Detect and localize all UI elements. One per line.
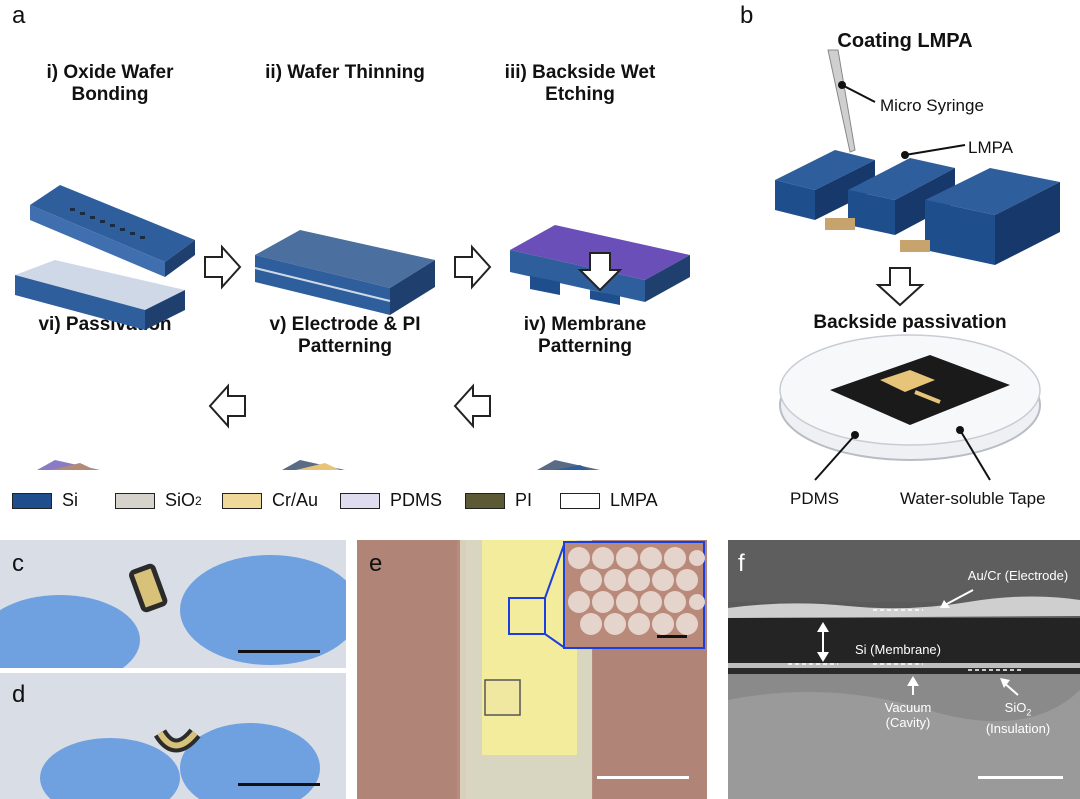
vacuum-label-line1: Vacuum (884, 700, 932, 715)
panel-letter-c: c (12, 550, 24, 577)
legend-pdms: PDMS (340, 490, 442, 511)
step-2-title: ii) Wafer Thinning (265, 62, 425, 83)
sio2-label-line1: SiO (1004, 700, 1027, 715)
syringe-icon (827, 49, 856, 153)
micro-syringe-label: Micro Syringe (880, 96, 984, 115)
arrow-left-icon (453, 383, 491, 429)
step-1-line2: Bonding (71, 84, 149, 105)
sio2-label-sub: 2 (1026, 707, 1032, 718)
step-5-line2: Patterning (298, 336, 392, 357)
membrane-label: Si (Membrane) (855, 642, 941, 657)
legend-swatch-si (12, 492, 52, 509)
panel-e-micrograph: e (357, 540, 707, 799)
legend-label-pi: PI (515, 490, 533, 510)
arrow-down-icon (577, 252, 623, 292)
legend-swatch-lmpa (560, 492, 600, 509)
panel-letter-d: d (12, 681, 26, 708)
membrane-wafer-illustration (537, 460, 600, 470)
step-1-line1: i) Oxide Wafer (46, 62, 174, 83)
legend-sub-sio2: 2 (195, 493, 202, 508)
step-4-line2: Patterning (538, 336, 632, 357)
legend-swatch-sio2 (115, 492, 155, 509)
sio2-label: SiO2 (Insulation) (968, 700, 1068, 736)
vacuum-label-line2: (Cavity) (885, 715, 931, 730)
tape-illustration (830, 355, 1010, 425)
panel-b-diagram (775, 49, 1060, 481)
vacuum-label: Vacuum (Cavity) (868, 700, 948, 730)
wafer-top-illustration (30, 185, 195, 277)
pdms-label: PDMS (790, 489, 840, 508)
sio2-label-line2: (Insulation) (985, 720, 1051, 736)
legend-pi: PI (465, 490, 532, 511)
step-5-line1: v) Electrode & PI (269, 314, 421, 335)
legend-swatch-pdms (340, 492, 380, 509)
panel-letter-f: f (738, 550, 745, 577)
panel-f-sem: f Au/Cr (Electrode) Si (Membrane) Vacuum… (728, 540, 1080, 799)
arrow-right-icon (204, 244, 242, 290)
legend-label-pdms: PDMS (390, 490, 443, 510)
arrow-right-icon (454, 244, 492, 290)
panel-letter-b: b (740, 2, 754, 29)
arrow-down-icon (875, 267, 925, 307)
step-1-title: i) Oxide Wafer Bonding (15, 62, 205, 106)
water-soluble-tape-label: Water-soluble Tape (900, 489, 1046, 508)
electrode-wafer-illustration (282, 460, 345, 470)
arrow-left-icon (208, 383, 246, 429)
legend-swatch-crau (222, 492, 262, 509)
legend-label-sio2: SiO (165, 490, 196, 510)
step-3-line1: iii) Backside Wet (504, 62, 656, 83)
panel-c-photo: c (0, 540, 346, 668)
panel-d-photo: d (0, 673, 346, 799)
legend-label-crau: Cr/Au (272, 490, 319, 510)
passivated-wafer-illustration (37, 460, 100, 470)
panel-letter-a: a (12, 2, 26, 29)
step-4-title: iv) Membrane Patterning (490, 314, 680, 358)
legend-si: Si (12, 490, 78, 511)
step-3-title: iii) Backside Wet Etching (480, 62, 680, 106)
legend-lmpa: LMPA (560, 490, 658, 511)
wafer-bottom-illustration (15, 260, 185, 330)
panel-letter-e: e (369, 550, 383, 577)
step-4-line1: iv) Membrane (523, 314, 647, 335)
step-3-line2: Etching (545, 84, 615, 105)
legend-label-si: Si (62, 490, 79, 510)
legend-swatch-pi (465, 492, 505, 509)
backside-passivation-label: Backside passivation (813, 312, 1007, 333)
thinned-wafer-illustration (254, 230, 435, 315)
lmpa-label: LMPA (968, 138, 1014, 157)
electrode-label: Au/Cr (Electrode) (967, 568, 1069, 583)
step-5-title: v) Electrode & PI Patterning (240, 314, 450, 358)
legend-label-lmpa: LMPA (610, 490, 658, 510)
panel-b-title: Coating LMPA (837, 30, 973, 52)
legend-crau: Cr/Au (222, 490, 318, 511)
process-diagram (15, 185, 690, 470)
